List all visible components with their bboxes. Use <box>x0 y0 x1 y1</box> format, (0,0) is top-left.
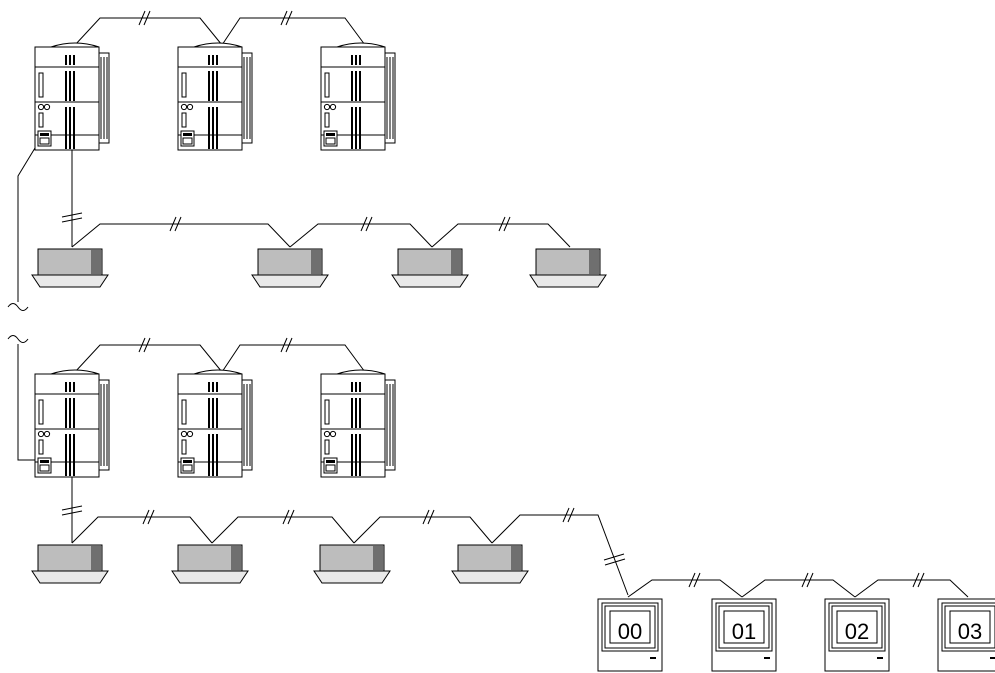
indoor-unit <box>451 544 529 584</box>
controller: 00 <box>597 598 663 672</box>
outdoor-unit <box>177 369 253 478</box>
outdoor-unit <box>320 369 396 478</box>
outdoor-unit <box>34 42 110 151</box>
outdoor-unit <box>177 42 253 151</box>
controller-address-label: 01 <box>732 619 756 644</box>
controller: 02 <box>824 598 890 672</box>
system-2-indoor-wiring <box>61 477 629 596</box>
system-1-indoor-wiring <box>61 150 571 248</box>
indoor-unit <box>529 248 607 288</box>
indoor-unit <box>313 544 391 584</box>
controller-wiring <box>627 572 969 598</box>
controller-address-label: 03 <box>958 619 982 644</box>
outdoor-unit <box>34 369 110 478</box>
indoor-unit <box>391 248 469 288</box>
outdoor-unit <box>320 42 396 151</box>
system-1-outdoor-wiring <box>74 10 366 46</box>
controller-address-label: 00 <box>618 619 642 644</box>
indoor-unit <box>31 248 109 288</box>
indoor-unit <box>171 544 249 584</box>
controller-address-label: 02 <box>845 619 869 644</box>
inter-system-link <box>7 147 36 461</box>
controller: 03 <box>937 598 995 672</box>
indoor-unit <box>251 248 329 288</box>
controller: 01 <box>711 598 777 672</box>
indoor-unit <box>31 544 109 584</box>
system-2-outdoor-wiring <box>74 337 366 373</box>
